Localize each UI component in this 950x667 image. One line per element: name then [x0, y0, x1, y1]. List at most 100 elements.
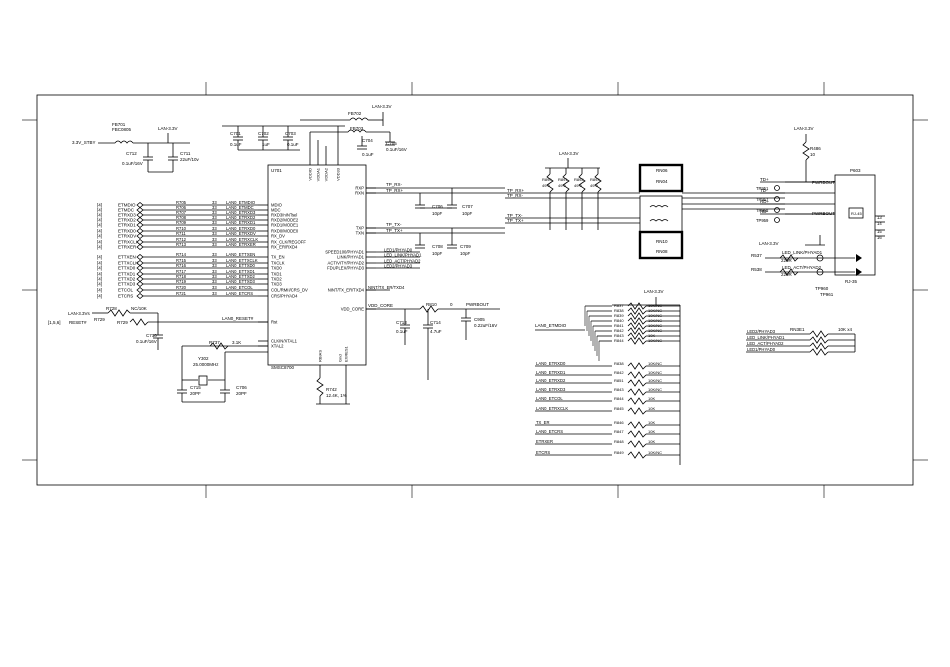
strap-val: 10K/NC: [648, 338, 662, 343]
series-resistor-ref: R718: [176, 274, 187, 279]
c710-val: 0.1uF/16V: [136, 339, 157, 344]
c702-val: 1uF: [262, 142, 270, 147]
test-point-label: TP957: [756, 197, 769, 202]
led-strap-net: LED_LINK/PHYAD1: [747, 335, 785, 340]
ic-pin-right: TXN: [356, 231, 364, 236]
strap-ref: R849: [614, 450, 624, 455]
diff-pair-section: TP_RX- TP_RX+ TP_TX- TP_TX+ C706 10pF C7…: [366, 182, 505, 256]
led-strap-net: LED1/PHYAD0: [747, 347, 776, 352]
term-resistor: [578, 173, 586, 193]
tp-txp-r: TP_TX+: [507, 218, 524, 223]
bracket-ref: [4]: [97, 277, 102, 282]
strap-ref: R838: [614, 361, 624, 366]
strap-ref: R842: [614, 370, 624, 375]
transformer-package: [639, 195, 683, 233]
strap-resistor: [627, 322, 647, 330]
reset-circuit: LAN-3.3Vs R728 NC/10K [1,5,6] RESET# R72…: [48, 306, 268, 350]
strap-resistor: [627, 440, 647, 448]
tp-rxp-r: TP_RX+: [507, 188, 525, 193]
ic-pin-left: RXD1/MODE1: [271, 223, 299, 228]
net-label: ETTXEN: [118, 255, 136, 260]
rj45-part: RJ-45: [851, 211, 862, 216]
lan-net-label: LAN0_ETRXD1: [226, 220, 256, 225]
rn08-package: [638, 230, 684, 260]
led-strap-resistor: [809, 348, 829, 356]
bracket-ref: [4]: [97, 266, 102, 271]
c709-val: 10pF: [460, 251, 471, 256]
led-link-label: LED_LINK/PHYAD1: [782, 250, 823, 255]
tp-rxn-label: TP_RX-: [386, 182, 403, 187]
strap-ref: R839: [614, 313, 624, 318]
strap-ref: R846: [614, 420, 624, 425]
strap-val: 10K/NC: [648, 313, 662, 318]
offpage-connector: [136, 286, 144, 294]
tp960-label: TP960: [815, 286, 829, 291]
ic-pin-right: VDD_CORE: [341, 307, 364, 312]
strap-header-net: LAN0_ETMDIO: [535, 323, 567, 328]
strap-val: 10K: [648, 333, 655, 338]
r737-ref: R737: [209, 340, 220, 345]
strap-ref: R844: [614, 338, 624, 343]
led-net-label: LED_ACT/PHYAD2: [384, 259, 421, 264]
r729-ref: R729: [94, 317, 105, 322]
bracket-ref: [4]: [97, 240, 102, 245]
term-ref: R892: [574, 177, 584, 182]
strap-resistor: [627, 407, 647, 415]
strap-net-label: LAN0_ETRXD1: [536, 370, 566, 375]
resistor-r538: [779, 268, 799, 276]
resistor-r729: [129, 318, 149, 326]
ferrite-fb702: [349, 117, 369, 121]
ic-pin-left: RX_CLK/REGOFF: [271, 240, 306, 245]
ferrite-fb703: [347, 129, 367, 133]
series-resistor-val: 33: [212, 285, 217, 290]
bracket-ref: [4]: [97, 218, 102, 223]
strap-resistor: [627, 430, 647, 438]
c705-ref: C705: [386, 141, 397, 146]
rj45-pin-num: 13: [877, 215, 882, 220]
strap-net-label: LAN0_ETRXCLK: [536, 406, 568, 411]
ic-u701: U701 SMSC8700 MDIOMDCRXD3/nINTselRXD2/MO…: [258, 164, 376, 370]
magnetics: TP_RX+ TP_RX- TP_TX- TP_TX+ RN06 RN04 RN…: [505, 163, 785, 260]
strap-resistor: [627, 421, 647, 429]
lan-net-label: LAN0_ETRXD0: [226, 226, 256, 231]
c711-ref: C711: [180, 151, 191, 156]
ic-pin-left: RX_DV: [271, 234, 285, 239]
ic-pin-right: SPEED100/PHYAD1: [325, 250, 364, 255]
ic-pin-top: VDDIO: [308, 168, 313, 181]
c702-ref: C702: [258, 131, 269, 136]
led-strap-network: LED2/PHYAD3LED_LINK/PHYAD1LED_ACT/PHYAD2…: [746, 327, 856, 356]
rn08-ref: RN08: [656, 249, 668, 254]
led-strap-resistor: [809, 336, 829, 344]
strap-net-label: LAN0_ETCRS: [536, 429, 563, 434]
series-resistor-val: 33: [212, 258, 217, 263]
bracket-ref: [4]: [97, 203, 102, 208]
reset-ref-box: [1,5,6]: [48, 320, 61, 325]
c701-ref: C701: [230, 131, 241, 136]
term-resistor: [562, 173, 570, 193]
c713-ref: C713: [396, 320, 407, 325]
fb702-ref: FB702: [348, 111, 362, 116]
series-resistor-ref: R707: [176, 210, 187, 215]
resistor-r486: [802, 141, 810, 161]
offpage-connector: [136, 216, 144, 224]
test-point-label: TP959: [756, 218, 769, 223]
series-resistor-val: 33: [212, 237, 217, 242]
c708-val: 10pF: [432, 251, 443, 256]
rj45-signal: RD-: [760, 209, 768, 214]
rj45-body: [834, 174, 876, 276]
series-resistor-ref: R708: [176, 215, 187, 220]
fb701-val: FBC0805: [112, 127, 132, 132]
strap-resistor: [627, 451, 647, 459]
strap-val: 10K/NC: [648, 303, 662, 308]
bracket-ref: [4]: [97, 229, 102, 234]
r486-ref: R486: [810, 146, 821, 151]
ic-pin-left: RX_ER/RXD4: [271, 245, 298, 250]
lan33-e-label: LAN-3.3V: [759, 241, 779, 246]
term-val: 49.9: [574, 183, 583, 188]
series-resistor-val: 33: [212, 205, 217, 210]
net-label: ETRXD0: [118, 229, 136, 234]
term-ref: R893: [590, 177, 600, 182]
led-strap-resistor: [809, 330, 829, 338]
rj45-ref: P603: [850, 168, 861, 173]
